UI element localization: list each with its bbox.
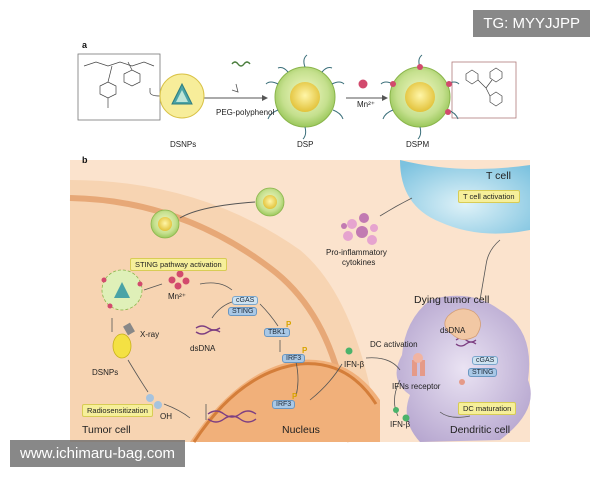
incoming-dspm (255, 187, 285, 217)
cytokine-droplets (341, 213, 378, 245)
dc-cgas-label: cGAS (472, 356, 499, 365)
ifn-beta-dots (345, 347, 410, 422)
dc-receptor-dot (459, 379, 465, 385)
panel-a-bracket-arrow (231, 83, 239, 93)
irf3-lower-phospho-mark: P (292, 392, 298, 401)
tumor-cell-label: Tumor cell (82, 424, 131, 436)
ifn-beta-label-left: IFN-β (344, 360, 365, 369)
mn-complex-structure-icon (465, 67, 503, 107)
nuclear-dna-icon (207, 410, 257, 423)
dc-sting-pill: STING (468, 368, 498, 377)
dying-tumor-fragment (444, 308, 481, 340)
peg-polyphenol-label: PEG-polyphenol (216, 108, 275, 117)
t-cell-label: T cell (486, 170, 511, 182)
mn-ion-icon (358, 79, 368, 89)
panel-a-mn-label: Mn²⁺ (357, 100, 375, 109)
tbk1-pill: TBK1 (264, 328, 290, 337)
irf3-pill-lower: IRF3 (272, 400, 296, 409)
dsp-label: DSP (297, 140, 314, 149)
mn-complex-structure-box (451, 61, 517, 119)
dspm-label: DSPM (406, 140, 430, 149)
small-dsnps (146, 394, 162, 409)
dsnps-label: DSNPs (170, 140, 197, 149)
dsdna-label: dsDNA (190, 344, 216, 353)
nucleus-label: Nucleus (282, 424, 320, 436)
sting-pill: STING (228, 307, 258, 316)
ifn-beta-label-right: IFN-β (390, 420, 411, 429)
dsdna-icon (195, 325, 221, 335)
sting-pathway-tag: STING pathway activation (130, 258, 227, 271)
peg-polyphenol-structure-box (77, 53, 161, 121)
tcell-to-cytokine-arrow (379, 197, 413, 217)
panel-a-letter: a (82, 40, 88, 50)
irf3-upper-phospho-mark: P (302, 346, 308, 355)
dspm-particle (380, 54, 460, 140)
watermark-bottom: www.ichimaru-bag.com (10, 440, 186, 467)
t-cell-activation-tag: T cell activation (458, 190, 520, 203)
mn-ions-cluster (168, 270, 190, 290)
dying-tumor-cell-label: Dying tumor cell (414, 294, 490, 306)
x-ray-label: X-ray (140, 330, 160, 339)
ifns-receptor-label: IFNs receptor (392, 382, 441, 391)
tbk1-phospho-mark: P (286, 320, 292, 329)
panel-b-letter: b (82, 155, 88, 165)
peg-polyphenol-icon (231, 61, 251, 67)
cytokines-label: cytokines (342, 258, 376, 267)
pro-inflammatory-label: Pro-inflammatory (326, 248, 387, 257)
ifns-receptor-icon (412, 353, 425, 376)
watermark-top: TG: MYYJJPP (473, 10, 590, 37)
cgas-label: cGAS (232, 296, 259, 305)
uptake-arrow (179, 201, 256, 219)
radiosensitization-tag: Radiosensitization (82, 404, 153, 417)
dsp-particle (265, 54, 345, 140)
dc-dsdna-label: dsDNA (440, 326, 466, 335)
peg-polyphenol-structure-icon (83, 61, 155, 108)
oh-label: OH (160, 412, 172, 421)
dendritic-cell-label: Dendritic cell (450, 424, 511, 436)
dc-maturation-tag: DC maturation (458, 402, 517, 415)
dsnps-label-b: DSNPs (92, 368, 119, 377)
irf3-pill-upper: IRF3 (282, 354, 306, 363)
panel-b-mn-label: Mn²⁺ (168, 292, 186, 301)
endocytosed-dspm (150, 209, 180, 239)
degrading-dspm (101, 269, 143, 311)
nuclear-envelope (192, 362, 378, 443)
dc-activation-label: DC activation (370, 340, 418, 349)
x-ray-icon (112, 322, 135, 359)
